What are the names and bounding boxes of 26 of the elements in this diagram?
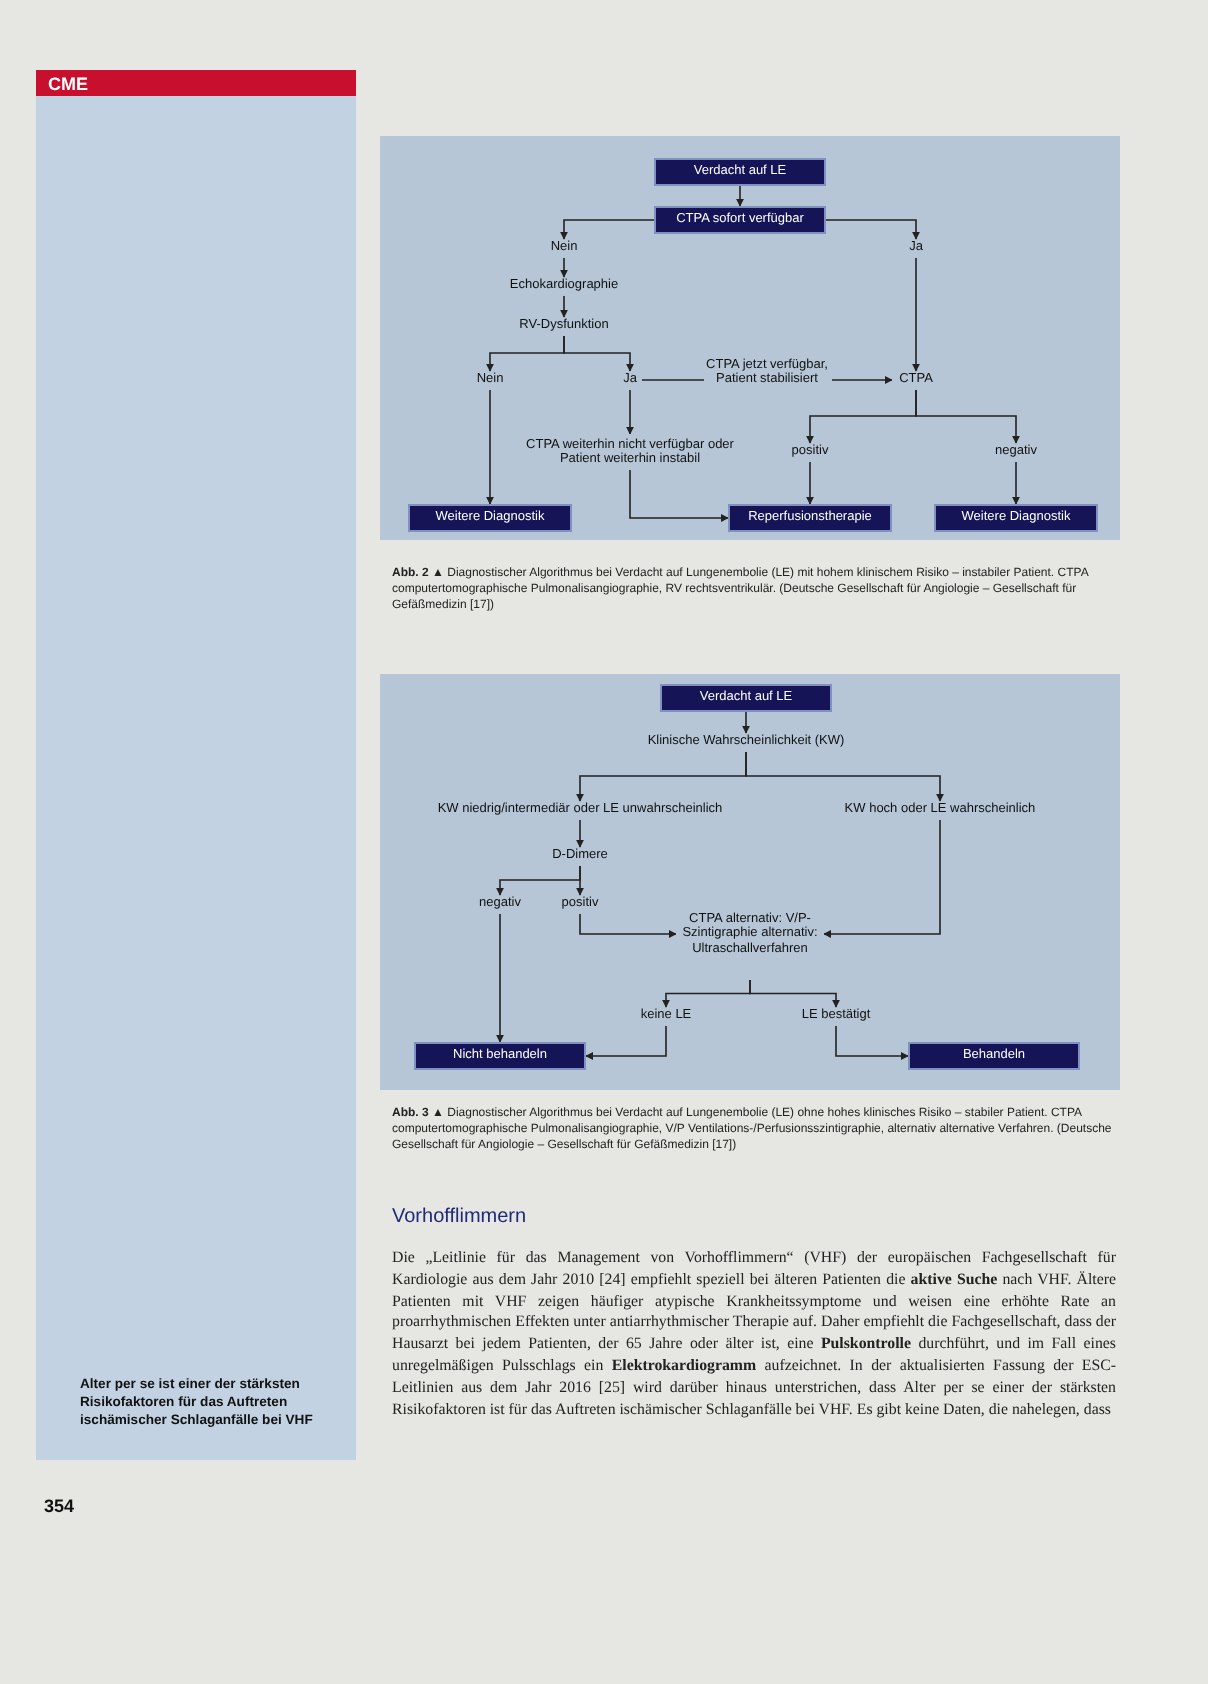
arrow xyxy=(576,818,584,848)
arrow xyxy=(579,912,677,938)
arrow xyxy=(560,294,568,318)
arrow xyxy=(626,388,634,435)
arrow xyxy=(749,979,840,1008)
arrow xyxy=(742,711,750,734)
page-number: 354 xyxy=(44,1494,77,1519)
arrow xyxy=(576,864,584,896)
arrow xyxy=(736,185,744,207)
arrow xyxy=(835,1024,909,1060)
arrow xyxy=(629,469,729,522)
section-heading: Vorhofflimmern xyxy=(392,1204,529,1231)
arrow xyxy=(825,219,920,240)
arrow xyxy=(823,818,941,938)
arrow xyxy=(496,912,504,1043)
arrow xyxy=(745,750,944,802)
arrow xyxy=(1012,460,1020,505)
arrow xyxy=(912,256,920,372)
arrow xyxy=(915,388,1020,444)
arrow xyxy=(585,1024,667,1060)
arrow xyxy=(563,334,634,372)
section-tab: CME xyxy=(36,70,356,96)
arrow xyxy=(560,219,655,240)
arrow xyxy=(486,388,494,505)
arrow xyxy=(560,256,568,278)
arrow xyxy=(806,460,814,505)
